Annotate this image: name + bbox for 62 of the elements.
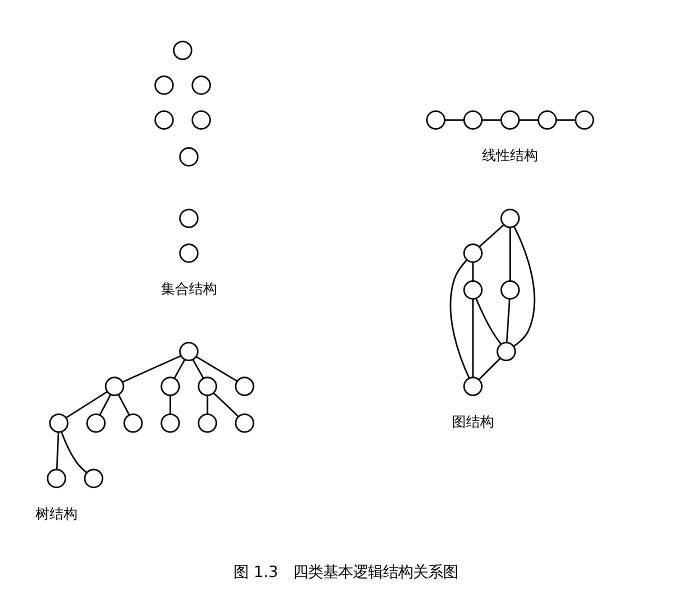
node-circle: [198, 412, 218, 432]
node-circle: [49, 412, 68, 432]
node-circle: [86, 412, 106, 432]
node-circle: [192, 110, 211, 130]
label: 线性结构: [482, 148, 538, 164]
node-circle: [496, 341, 516, 361]
node-circle: [463, 243, 483, 262]
connector: [196, 355, 238, 382]
connector: [482, 118, 502, 120]
connector: [60, 430, 88, 473]
node-circle: [574, 110, 594, 130]
node-circle: [154, 110, 174, 130]
node-circle: [463, 280, 483, 300]
connector: [56, 432, 60, 469]
node-circle: [500, 110, 520, 130]
node-circle: [123, 412, 143, 432]
connector: [509, 226, 511, 280]
label: 图结构: [452, 414, 494, 430]
node-circle: [46, 468, 66, 488]
node-circle: [234, 376, 254, 396]
connector: [170, 394, 172, 414]
label: 集合结构: [160, 280, 217, 297]
connector: [556, 118, 576, 120]
connector: [450, 258, 470, 378]
node-circle: [426, 110, 446, 130]
node-circle: [179, 243, 199, 262]
node-circle: [179, 341, 199, 361]
node-circle: [500, 280, 520, 300]
connector: [472, 298, 474, 377]
connector: [206, 394, 208, 414]
node-circle: [463, 376, 483, 396]
node-circle: [160, 412, 180, 432]
connector: [99, 394, 112, 415]
node-circle: [192, 75, 211, 94]
connector: [213, 392, 239, 416]
connector: [519, 118, 538, 120]
connector: [472, 262, 474, 280]
node-circle: [160, 376, 180, 396]
connector: [192, 358, 204, 378]
connector: [122, 354, 182, 382]
caption: 图 1.3 四类基本逻辑结构关系图: [234, 562, 458, 581]
node-circle: [234, 412, 254, 432]
label: 树结构: [35, 506, 78, 522]
node-circle: [154, 75, 174, 94]
connector: [506, 298, 510, 342]
node-circle: [179, 208, 199, 228]
connector: [118, 394, 130, 415]
node-circle: [179, 146, 199, 166]
connector: [66, 390, 108, 418]
node-circle: [172, 40, 192, 60]
node-circle: [84, 468, 104, 488]
connector: [478, 224, 504, 247]
connector: [174, 358, 186, 378]
connector: [513, 226, 536, 347]
node-circle: [198, 376, 218, 396]
connector: [478, 357, 501, 380]
node-circle: [500, 208, 520, 228]
node-circle: [104, 376, 124, 396]
connector: [444, 118, 464, 120]
node-circle: [538, 110, 557, 130]
node-circle: [463, 110, 483, 130]
connector: [475, 298, 502, 344]
